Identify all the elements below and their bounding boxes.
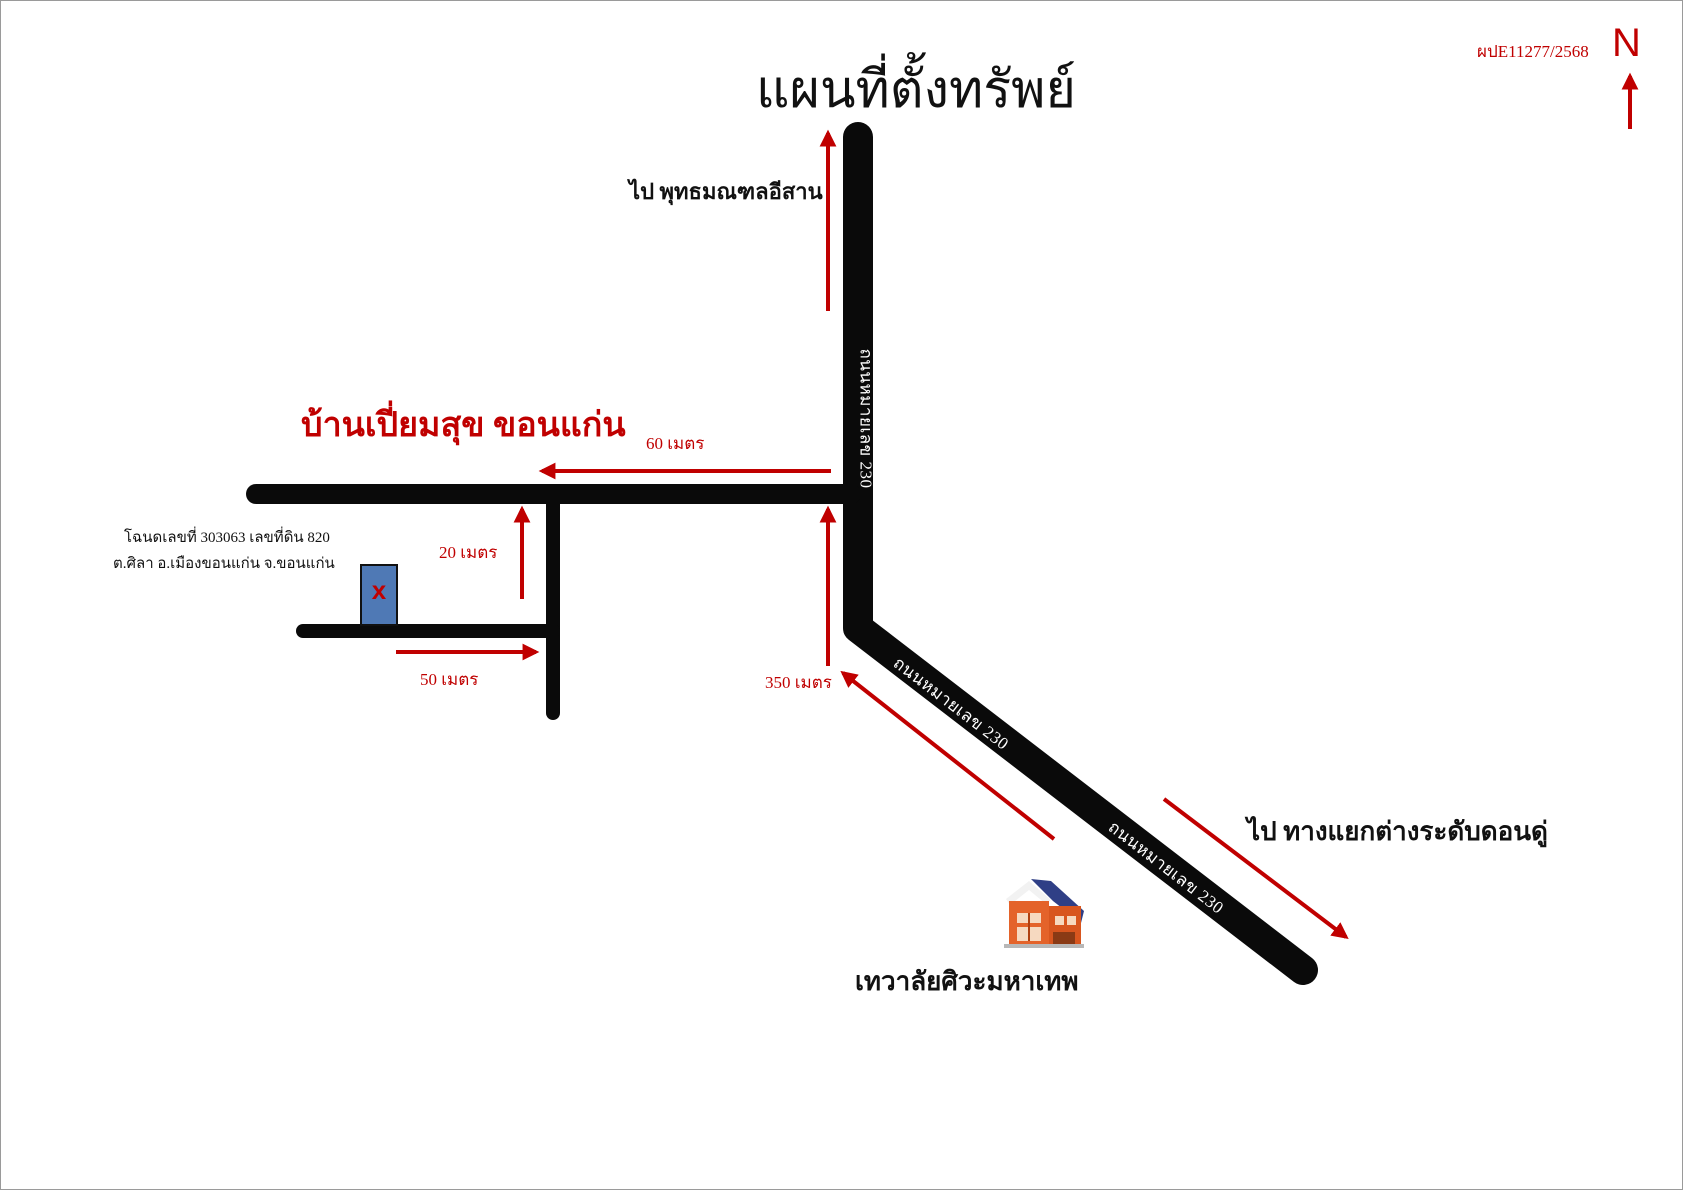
road-230 [843, 122, 1318, 985]
direction-arrows [396, 72, 1639, 940]
landmark-label: เทวาลัยศิวะมหาเทพ [855, 967, 1079, 996]
map-title: แผนที่ตั้งทรัพย์ [756, 62, 1076, 119]
house-icon [1004, 879, 1084, 948]
direction-southeast-label: ไป ทางแยกต่างระดับดอนดู่ [1247, 817, 1548, 846]
roads [246, 122, 1318, 985]
property-marker-x: x [372, 575, 387, 605]
road-name-vertical: ถนนหมายเลข 230 [856, 348, 876, 489]
distance-20m: 20 เมตร [439, 543, 498, 562]
direction-north-label: ไป พุทธมณฑลอีสาน [629, 179, 823, 204]
arrow-southeast [1162, 797, 1349, 940]
distance-350m: 350 เมตร [765, 673, 832, 692]
property-plot: x [360, 564, 398, 626]
distance-60m: 60 เมตร [646, 434, 705, 453]
arrow-350m-diag [840, 670, 1056, 841]
deed-line-2: ต.ศิลา อ.เมืองขอนแก่น จ.ขอนแก่น [113, 556, 335, 572]
property-name: บ้านเปี่ยมสุข ขอนแก่น [301, 407, 626, 444]
north-label: N [1612, 21, 1641, 65]
reference-code: ผปE11277/2568 [1477, 42, 1589, 61]
deed-line-1: โฉนดเลขที่ 303063 เลขที่ดิน 820 [124, 530, 330, 546]
distance-50m: 50 เมตร [420, 670, 479, 689]
